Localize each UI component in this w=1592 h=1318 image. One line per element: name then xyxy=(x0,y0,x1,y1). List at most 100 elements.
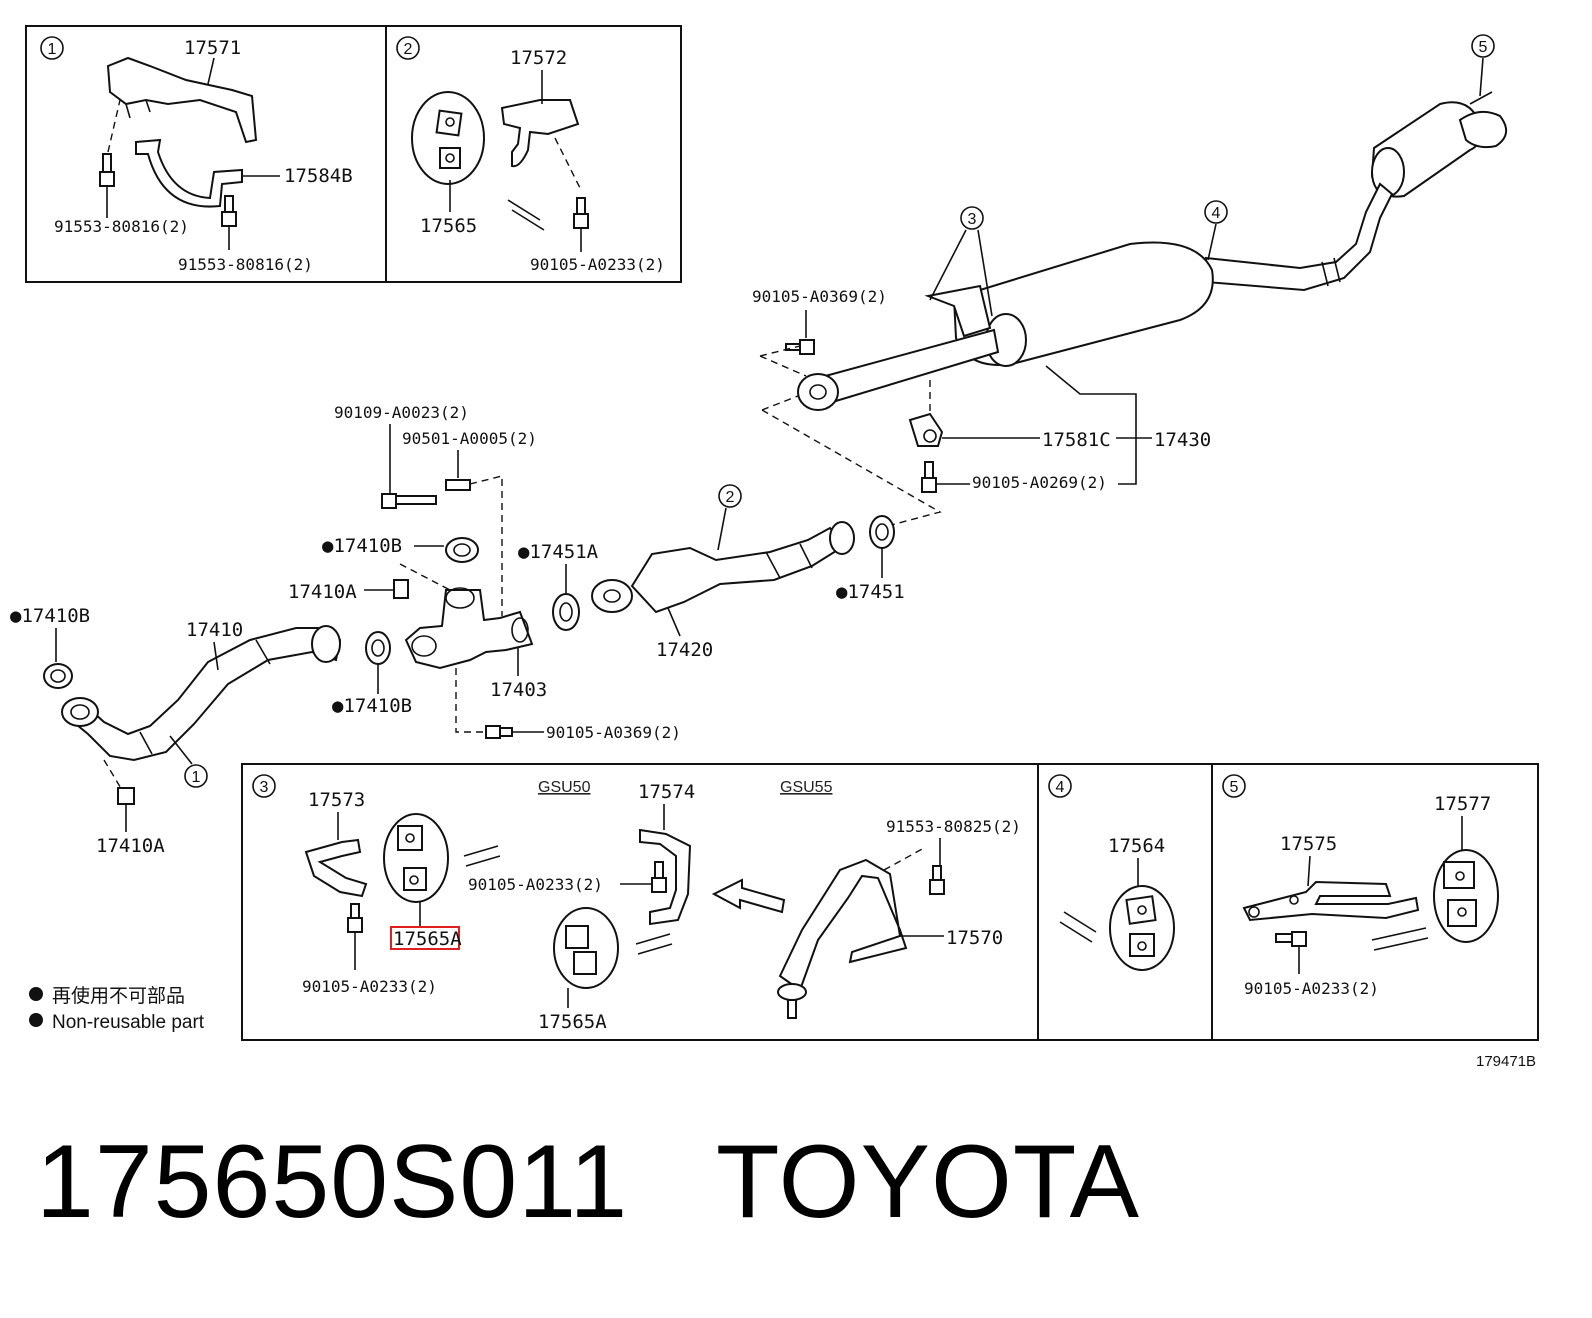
variant-gsu55-label: GSU55 xyxy=(780,779,833,796)
callout-5-main: 5 xyxy=(1471,34,1495,58)
label-17571: 17571 xyxy=(184,37,241,59)
non-reusable-dot-icon xyxy=(29,1013,43,1027)
front-exhaust-pipe-part xyxy=(64,627,342,762)
insulator-icon xyxy=(1109,885,1175,971)
label-17410b-b: ●17410B xyxy=(332,695,412,717)
variant-gsu50-label: GSU50 xyxy=(538,779,591,796)
label-17451: ●17451 xyxy=(836,581,905,603)
front-pipe-17403-part xyxy=(404,589,534,670)
bolt-icon xyxy=(347,903,363,933)
svg-text:2: 2 xyxy=(726,489,735,506)
diagram-code: 179471B xyxy=(1476,1053,1536,1070)
page-title: 175650S011 TOYOTA xyxy=(36,1130,1140,1234)
bracket-17572-part xyxy=(500,99,580,168)
label-90105-a0233-box2: 90105-A0233(2) xyxy=(530,255,665,274)
label-90105-a0369-bot: 90105-A0369(2) xyxy=(546,723,681,742)
insulator-icon xyxy=(411,91,485,185)
callout-2-main: 2 xyxy=(718,484,742,508)
callout-1-box: 1 xyxy=(40,36,64,60)
gasket-icon xyxy=(43,663,73,689)
svg-text:3: 3 xyxy=(968,211,977,228)
callout-5-box: 5 xyxy=(1222,774,1246,798)
nut-icon xyxy=(393,579,409,599)
label-17410a-mid: 17410A xyxy=(288,581,357,603)
bolt-icon xyxy=(651,861,667,893)
label-17575: 17575 xyxy=(1280,833,1337,855)
label-17410: 17410 xyxy=(186,619,243,641)
bracket-17570-part xyxy=(778,858,908,992)
gasket-icon xyxy=(365,631,391,665)
inset-box-1-2 xyxy=(25,25,682,283)
bolt-icon xyxy=(785,339,815,355)
catalytic-converter-part xyxy=(630,526,846,614)
callout-1-main: 1 xyxy=(184,764,208,788)
insulator-icon xyxy=(553,907,619,989)
bracket-17573-part xyxy=(304,838,368,898)
svg-text:4: 4 xyxy=(1212,205,1221,222)
svg-text:5: 5 xyxy=(1479,39,1488,56)
callout-3-main: 3 xyxy=(960,206,984,230)
label-90105-a0233-b3a: 90105-A0233(2) xyxy=(302,977,437,996)
intermediate-pipe-part xyxy=(816,328,1000,406)
label-17572: 17572 xyxy=(510,47,567,69)
label-17451a: ●17451A xyxy=(518,541,599,563)
label-17565a: 17565A xyxy=(538,1011,607,1033)
label-17564: 17564 xyxy=(1108,835,1165,857)
label-91553-80825: 91553-80825(2) xyxy=(886,817,1021,836)
label-17403: 17403 xyxy=(490,679,547,701)
label-17584b: 17584B xyxy=(284,165,353,187)
label-17577: 17577 xyxy=(1434,793,1491,815)
bolt-icon xyxy=(1275,931,1307,947)
bolt-icon xyxy=(381,493,437,509)
spring-icon xyxy=(445,479,471,491)
svg-text:1: 1 xyxy=(48,41,57,58)
bolt-icon xyxy=(921,461,937,493)
gasket-icon xyxy=(445,537,479,563)
label-17570: 17570 xyxy=(946,927,1003,949)
nut-icon xyxy=(117,787,135,805)
svg-text:3: 3 xyxy=(260,779,269,796)
label-90105-a0233-b5: 90105-A0233(2) xyxy=(1244,979,1379,998)
heat-insulator-part xyxy=(106,56,258,144)
svg-text:1: 1 xyxy=(192,769,201,786)
non-reusable-dot-icon xyxy=(29,987,43,1001)
part-number: 175650S011 xyxy=(36,1124,629,1240)
bolt-icon xyxy=(485,725,513,739)
label-17565-top: 17565 xyxy=(420,215,477,237)
bolt-icon xyxy=(929,865,945,895)
clamp-band-part xyxy=(135,138,243,208)
label-17410b-a: ●17410B xyxy=(322,535,402,557)
label-91553-80816-a: 91553-80816(2) xyxy=(54,217,189,236)
insulator-icon xyxy=(908,412,944,447)
label-17420: 17420 xyxy=(656,639,713,661)
label-17581c: 17581C xyxy=(1042,429,1111,451)
callout-4-main: 4 xyxy=(1204,200,1228,224)
label-91553-80816-b: 91553-80816(2) xyxy=(178,255,313,274)
inset-box-3-4-5 xyxy=(241,763,1539,1041)
callout-4-box: 4 xyxy=(1048,774,1072,798)
label-90105-a0233-b3b: 90105-A0233(2) xyxy=(468,875,603,894)
gasket-icon xyxy=(869,515,895,549)
label-17565a-highlighted[interactable]: 17565A xyxy=(393,928,462,950)
label-17410a-bot: 17410A xyxy=(96,835,165,857)
insulator-icon xyxy=(383,813,449,903)
legend-en: Non-reusable part xyxy=(52,1012,205,1033)
label-17430: 17430 xyxy=(1154,429,1211,451)
svg-text:2: 2 xyxy=(404,41,413,58)
insulator-icon xyxy=(1433,849,1499,943)
bracket-17575-part xyxy=(1242,880,1420,922)
label-90109-a0023: 90109-A0023(2) xyxy=(334,403,469,422)
svg-text:4: 4 xyxy=(1056,779,1065,796)
label-17573: 17573 xyxy=(308,789,365,811)
bolt-icon xyxy=(573,197,589,229)
bolt-icon xyxy=(221,195,237,227)
label-90501-a0005: 90501-A0005(2) xyxy=(402,429,537,448)
legend-jp: 再使用不可部品 xyxy=(52,985,185,1007)
brand-name: TOYOTA xyxy=(716,1124,1141,1240)
label-17410b-left: ●17410B xyxy=(10,605,90,627)
label-90105-a0269: 90105-A0269(2) xyxy=(972,473,1107,492)
label-17574: 17574 xyxy=(638,781,695,803)
label-90105-a0369-top: 90105-A0369(2) xyxy=(752,287,887,306)
highlight-box xyxy=(390,926,460,950)
